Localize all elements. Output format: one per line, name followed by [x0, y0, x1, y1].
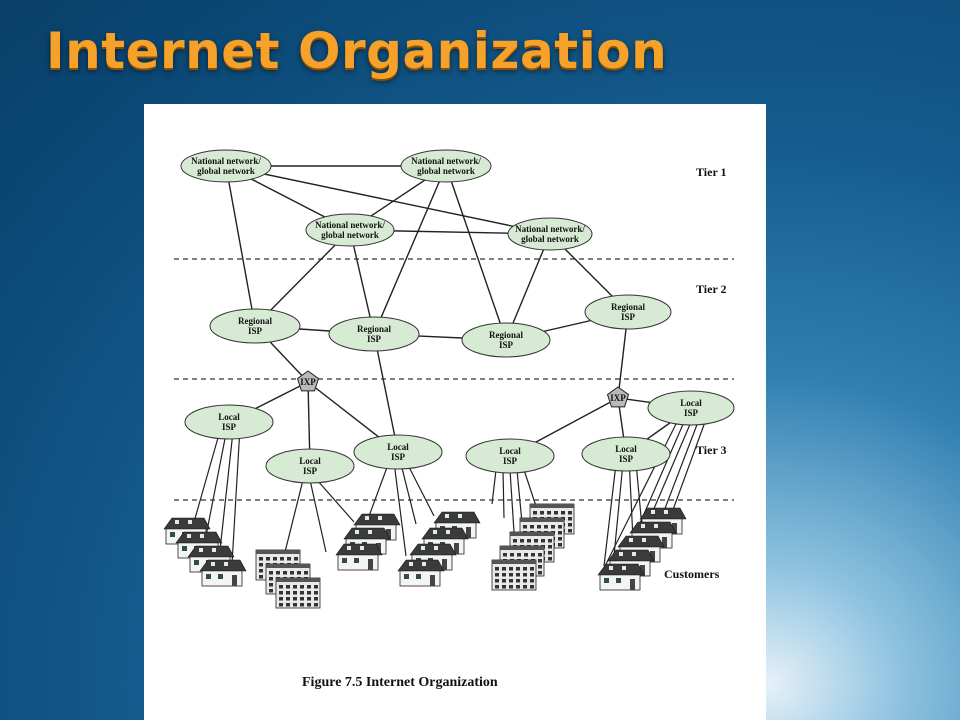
local-node-label: ISP — [619, 454, 634, 464]
access-link — [407, 465, 435, 517]
network-link — [505, 233, 551, 341]
figure-caption: Figure 7.5 Internet Organization — [302, 675, 498, 690]
ixp-node — [606, 386, 630, 408]
local-node-label: Local — [680, 398, 702, 408]
local-network-node — [184, 404, 274, 440]
access-link — [193, 435, 220, 523]
tier-label: Tier 2 — [696, 282, 727, 296]
house-icon — [335, 543, 383, 571]
national-network-node — [507, 217, 593, 251]
regional-node-label: Regional — [357, 324, 392, 334]
house-icon — [397, 559, 445, 587]
national-node-label: global network — [417, 166, 475, 176]
national-node-label: National network/ — [191, 156, 261, 166]
local-node-label: ISP — [222, 422, 237, 432]
national-network-node — [400, 149, 492, 183]
access-link — [219, 435, 234, 551]
local-node-label: Local — [299, 456, 321, 466]
regional-node-label: ISP — [621, 312, 636, 322]
office-building-icon — [491, 559, 537, 591]
access-link — [393, 465, 407, 557]
national-node-label: global network — [197, 166, 255, 176]
local-network-node — [353, 434, 443, 470]
access-link — [283, 479, 304, 557]
national-network-node — [180, 149, 272, 183]
access-link — [603, 467, 617, 567]
regional-node-label: Regional — [238, 316, 273, 326]
regional-network-node — [584, 294, 672, 330]
regional-node-label: Regional — [489, 330, 524, 340]
local-node-label: Local — [615, 444, 637, 454]
local-network-node — [265, 448, 355, 484]
national-node-label: global network — [321, 230, 379, 240]
tier-label: Customers — [664, 567, 720, 581]
ixp-label: IXP — [300, 377, 316, 387]
access-link — [205, 435, 227, 537]
access-link — [400, 465, 417, 525]
internet-organization-diagram: National network/global networkNational … — [163, 149, 735, 690]
office-building-icon — [275, 577, 321, 609]
national-node-label: National network/ — [515, 224, 585, 234]
network-link — [373, 333, 399, 453]
local-node-label: ISP — [503, 456, 518, 466]
local-node-label: Local — [387, 442, 409, 452]
regional-network-node — [328, 316, 420, 352]
network-link — [225, 165, 256, 327]
access-link — [669, 421, 706, 519]
house-icon — [597, 563, 645, 591]
tier-label: Tier 1 — [696, 165, 727, 179]
national-node-label: National network/ — [315, 220, 385, 230]
local-node-label: ISP — [391, 452, 406, 462]
access-link — [613, 467, 624, 557]
local-node-label: ISP — [303, 466, 318, 476]
local-node-label: Local — [499, 446, 521, 456]
national-node-label: National network/ — [411, 156, 481, 166]
local-node-label: ISP — [684, 408, 699, 418]
local-node-label: Local — [218, 412, 240, 422]
local-network-node — [581, 436, 671, 472]
access-link — [231, 435, 241, 565]
access-link — [491, 469, 497, 505]
national-node-label: global network — [521, 234, 579, 244]
ixp-node — [296, 370, 320, 392]
regional-node-label: ISP — [367, 334, 382, 344]
regional-network-node — [209, 308, 301, 344]
ixp-label: IXP — [610, 393, 626, 403]
access-link — [502, 469, 505, 519]
regional-node-label: ISP — [248, 326, 263, 336]
regional-network-node — [461, 322, 551, 358]
access-link — [509, 469, 515, 533]
local-network-node — [465, 438, 555, 474]
national-network-node — [305, 213, 395, 247]
access-link — [316, 479, 355, 523]
access-link — [309, 479, 327, 553]
network-link — [445, 165, 507, 341]
slide-title: Internet Organization — [46, 22, 668, 80]
network-link — [373, 165, 447, 335]
tier-label: Tier 3 — [696, 443, 727, 457]
local-network-node — [647, 390, 735, 426]
network-link — [225, 165, 551, 235]
house-icon — [199, 559, 247, 587]
regional-node-label: Regional — [611, 302, 646, 312]
regional-node-label: ISP — [499, 340, 514, 350]
